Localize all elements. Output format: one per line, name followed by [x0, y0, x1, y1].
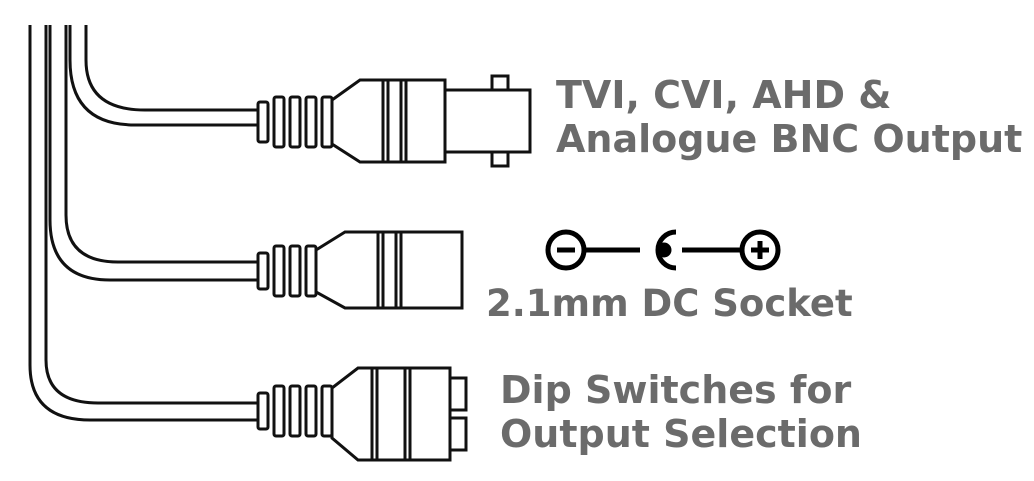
dip-body — [330, 366, 452, 462]
cable-dip — [28, 25, 258, 422]
bnc-connector — [256, 74, 532, 168]
dip-label-line2: Output Selection — [500, 411, 862, 456]
bnc-lug-top — [490, 74, 510, 92]
bnc-label-line1: TVI, CVI, AHD & — [556, 73, 892, 117]
dip-strain-relief — [256, 384, 334, 438]
bnc-strain-relief — [256, 95, 334, 149]
dc-body — [314, 230, 464, 310]
plus-terminal-icon — [739, 229, 781, 271]
dip-switch-bottom — [448, 416, 468, 452]
bnc-label-line2: Analogue BNC Output — [556, 116, 1023, 161]
dip-connector — [256, 366, 468, 462]
bnc-output-label: TVI, CVI, AHD & Analogue BNC Output — [556, 73, 1023, 161]
dc-socket-label: 2.1mm DC Socket — [486, 282, 853, 326]
bnc-body — [330, 78, 447, 164]
dip-switch-top — [448, 376, 468, 412]
dip-switch-label: Dip Switches for Output Selection — [500, 368, 862, 456]
dip-label-line1: Dip Switches for — [500, 368, 852, 412]
cable-dc — [48, 25, 258, 282]
bnc-barrel — [443, 88, 532, 154]
dc-connector — [256, 230, 464, 310]
dc-polarity-symbol — [545, 229, 781, 271]
bnc-lug-bottom — [490, 150, 510, 168]
cable-bnc — [68, 25, 258, 127]
dc-label-line1: 2.1mm DC Socket — [486, 282, 853, 325]
dc-strain-relief — [256, 244, 318, 298]
